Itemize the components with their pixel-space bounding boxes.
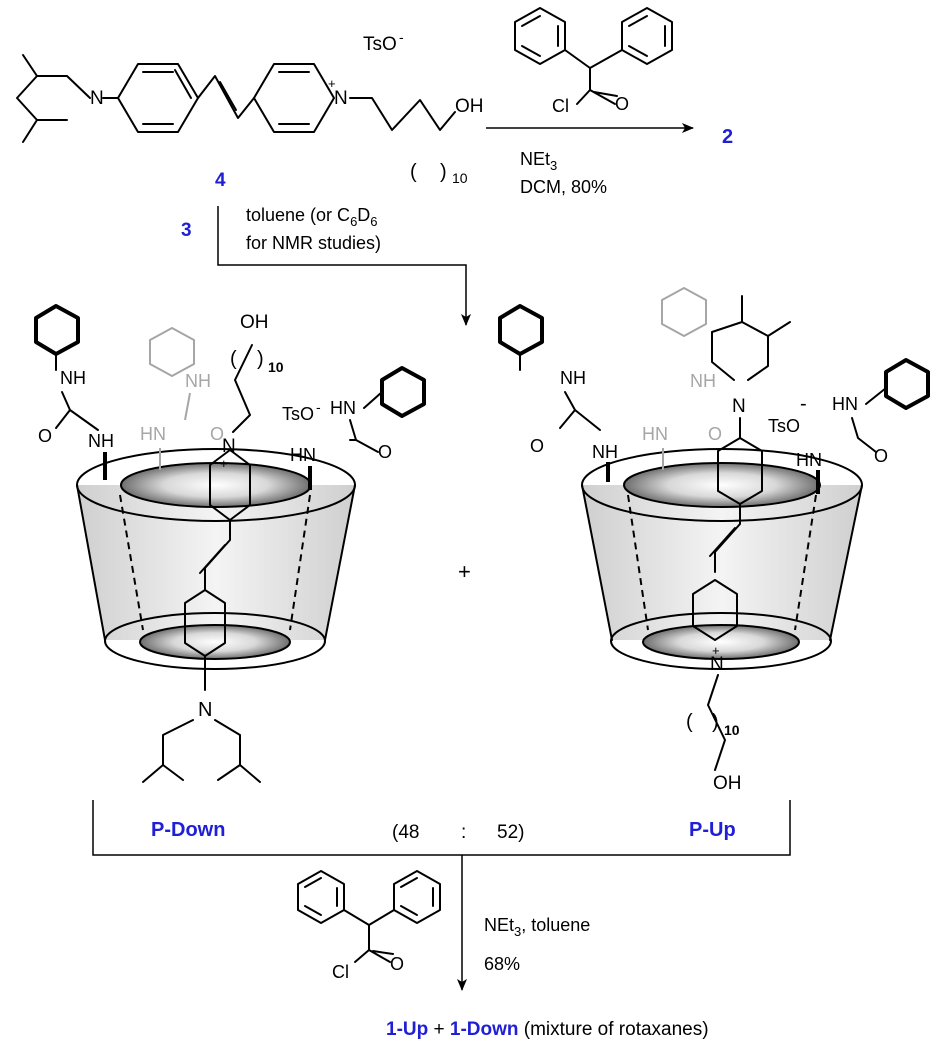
right-tso-charge: - — [800, 393, 807, 415]
compound-4-label: 4 — [215, 170, 226, 191]
bottom-cl: Cl — [332, 962, 349, 982]
final-products-line: 1-Up + 1-Down (mixture of rotaxanes) — [386, 1019, 709, 1040]
pup-right-hn2: HN — [796, 450, 822, 470]
pup-back-o: O — [708, 424, 722, 444]
pup-urea-o: O — [530, 436, 544, 456]
piperidine-n: N — [90, 88, 104, 109]
pyridinium-n: N — [334, 88, 348, 109]
reactant-chain-count: 10 — [452, 170, 468, 186]
pup-urea-nh1: NH — [560, 368, 586, 388]
svg-text:(: ( — [686, 711, 693, 733]
top-cl: Cl — [552, 96, 569, 116]
left-tso: TsO — [282, 404, 314, 424]
right-chain-count: 10 — [724, 722, 740, 738]
left-urea-nh2: NH — [88, 431, 114, 451]
acyl-chloride-top: Cl O — [514, 7, 673, 116]
left-pyridinium-charge: + — [220, 456, 228, 471]
product-2-label: 2 — [722, 126, 733, 148]
right-urea-hn1: HN — [330, 398, 356, 418]
reactant-oh: OH — [455, 96, 484, 117]
pup-back-hn: HN — [642, 424, 668, 444]
isomer-left-label: P-Down — [151, 819, 225, 841]
left-oh: OH — [240, 312, 269, 333]
isomer-right-label: P-Up — [689, 819, 736, 841]
ratio-colon: : — [461, 822, 466, 843]
svg-text:(: ( — [410, 161, 417, 183]
top-reagent-line2: DCM, 80% — [520, 177, 607, 197]
reactant-4: N + N OH ( ) 10 TsO - 4 — [16, 29, 484, 191]
left-piperidine-n: N — [198, 699, 212, 721]
svg-text:NEt3, toluene: NEt3, toluene — [484, 915, 590, 939]
svg-text:(: ( — [230, 348, 237, 370]
right-tso: TsO — [768, 416, 800, 436]
reactant-tso: TsO — [363, 34, 397, 55]
back-urea-hn: HN — [140, 424, 166, 444]
right-pyridinium-charge: + — [712, 643, 720, 658]
mixture-bracket — [92, 800, 791, 856]
rotaxane-p-up: N N + ( ) 10 OH NH O NH NH HN O TsO - HN… — [498, 287, 930, 794]
svg-text:toluene (or C6D6: toluene (or C6D6 — [246, 205, 378, 229]
pup-right-o: O — [874, 446, 888, 466]
svg-text:NEt3: NEt3 — [520, 149, 557, 173]
bottom-o: O — [390, 954, 404, 974]
right-piperidine-n: N — [732, 396, 746, 417]
acyl-chloride-bottom: Cl O — [297, 870, 441, 982]
left-tso-charge: - — [316, 399, 321, 415]
ratio-close: 52) — [497, 822, 524, 843]
pup-back-nh: NH — [690, 371, 716, 391]
left-urea-nh1: NH — [60, 368, 86, 388]
svg-text:): ) — [712, 711, 719, 733]
pyridinium-charge: + — [328, 76, 336, 91]
down-reaction-arrow — [217, 206, 471, 326]
svg-text:): ) — [440, 161, 447, 183]
plus-between-isomers: + — [458, 559, 471, 584]
pup-right-hn1: HN — [832, 394, 858, 414]
right-urea-hn2: HN — [290, 445, 316, 465]
bottom-reagent-yield: 68% — [484, 954, 520, 974]
reactant-tso-charge: - — [399, 29, 404, 45]
right-pyridinium-n: N — [710, 654, 724, 675]
solvent-line2: for NMR studies) — [246, 233, 381, 253]
rotaxane-p-down: N N + OH ( ) 10 NH O NH NH HN O TsO - HN… — [34, 304, 426, 783]
cd-3-label: 3 — [181, 220, 192, 241]
left-pyridinium-n: N — [222, 436, 236, 457]
right-urea-o: O — [378, 442, 392, 462]
right-oh: OH — [713, 773, 742, 794]
left-urea-o: O — [38, 426, 52, 446]
pup-urea-nh2: NH — [592, 442, 618, 462]
top-o: O — [615, 94, 629, 114]
ratio-open: (48 — [392, 822, 419, 843]
left-chain-count: 10 — [268, 359, 284, 375]
back-urea-o: O — [210, 424, 224, 444]
svg-text:): ) — [257, 348, 264, 370]
back-urea-nh: NH — [185, 371, 211, 391]
